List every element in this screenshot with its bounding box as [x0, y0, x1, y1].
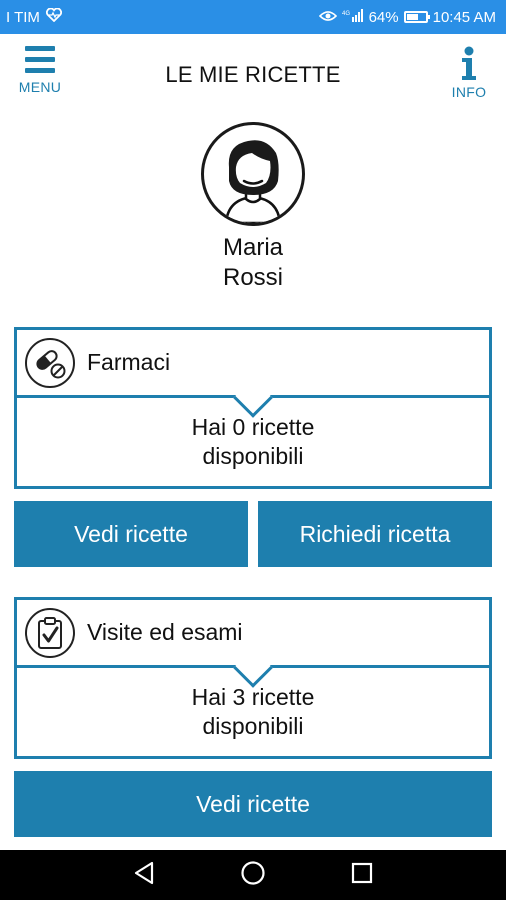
card-title: Visite ed esami [87, 619, 243, 645]
user-avatar-icon [224, 140, 282, 223]
recent-apps-icon[interactable] [351, 862, 373, 889]
page-title: LE MIE RICETTE [165, 62, 341, 87]
battery-fill [406, 14, 419, 20]
info-button[interactable]: INFO [444, 46, 494, 108]
clipboard-check-icon [25, 607, 75, 658]
menu-button[interactable]: MENU [12, 46, 68, 108]
carrier-name: I TIM [6, 8, 40, 26]
heart-monitor-icon [45, 7, 62, 26]
back-icon[interactable] [133, 861, 155, 890]
prescriptions-count: Hai 3 ricette [191, 684, 315, 710]
card-header: Visite ed esami [17, 600, 489, 688]
signal-icon: 4G [342, 8, 364, 26]
status-left: I TIM [6, 7, 62, 26]
card-body: Hai 3 ricette disponibili [17, 668, 489, 756]
user-first-name: Maria [222, 234, 283, 261]
vedi-ricette-farmaci-button[interactable]: Vedi ricette [14, 501, 248, 567]
card-farmaci: Farmaci Hai 0 ricette disponibili [14, 327, 492, 489]
app-header: MENU LE MIE RICETTE INFO [0, 34, 506, 114]
battery-percent: 64% [368, 8, 399, 26]
info-icon [444, 46, 494, 82]
prescriptions-available: disponibili [202, 713, 304, 739]
pill-icon [25, 337, 75, 388]
card-body: Hai 0 ricette disponibili [17, 398, 489, 486]
richiedi-ricetta-button[interactable]: Richiedi ricetta [258, 501, 492, 567]
eye-comfort-icon [318, 9, 337, 26]
prescriptions-available: disponibili [202, 443, 304, 469]
status-right: 4G 64% 10:45 AM [318, 8, 496, 26]
info-label: INFO [451, 84, 487, 100]
card-header: Farmaci [17, 330, 489, 418]
vedi-ricette-visite-button[interactable]: Vedi ricette [14, 771, 492, 837]
prescriptions-count: Hai 0 ricette [191, 414, 315, 440]
clock: 10:45 AM [432, 8, 496, 26]
home-icon[interactable] [240, 860, 266, 891]
avatar [201, 122, 305, 226]
card-title: Farmaci [87, 349, 171, 375]
menu-label: MENU [18, 79, 62, 95]
card-visite-esami: Visite ed esami Hai 3 ricette disponibil… [14, 597, 492, 759]
battery-icon [403, 11, 430, 23]
user-last-name: Rossi [222, 264, 283, 291]
system-nav-bar [0, 850, 506, 900]
hamburger-icon [25, 46, 55, 73]
svg-text:4G: 4G [342, 11, 350, 17]
status-bar: I TIM 4G 64% 10:45 AM [0, 0, 506, 34]
